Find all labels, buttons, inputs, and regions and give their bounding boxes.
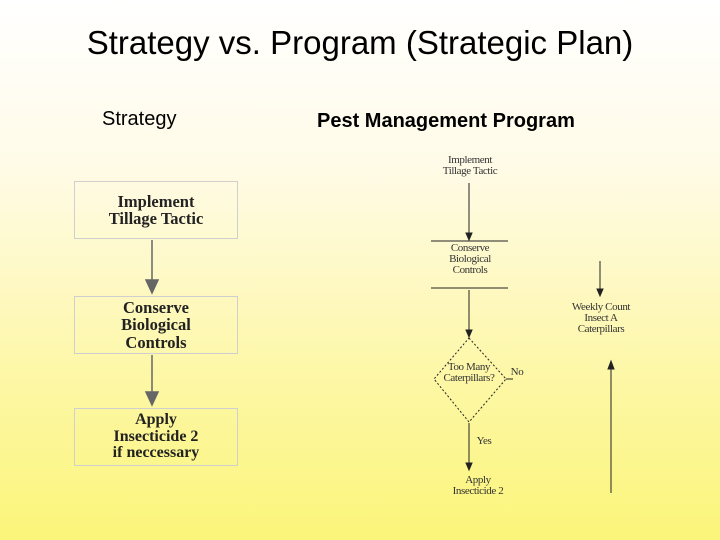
- program-yes-label: Yes: [476, 435, 492, 447]
- strategy-heading: Strategy: [102, 108, 177, 130]
- strategy-box-conserve: Conserve Biological Controls: [74, 296, 238, 354]
- program-arrow-2: [465, 290, 473, 339]
- program-no-label: No: [510, 366, 524, 378]
- program-decision-label: Too Many Caterpillars?: [443, 361, 495, 384]
- strategy-box-implement: Implement Tillage Tactic: [74, 181, 238, 239]
- strategy-arrow-2: [144, 355, 160, 407]
- program-loop-line: [607, 359, 615, 493]
- strategy-box-implement-label: Implement Tillage Tactic: [108, 191, 204, 228]
- program-heading: Pest Management Program: [317, 110, 575, 132]
- program-arrow-1: [465, 183, 473, 242]
- program-conserve-label: Conserve Biological Controls: [449, 242, 491, 276]
- program-implement-label: Implement Tillage Tactic: [442, 154, 498, 177]
- program-weekly-count-label: Weekly Count Insect A Caterpillars: [571, 301, 631, 335]
- program-apply-label: Apply Insecticide 2: [452, 474, 504, 497]
- program-arrow-weekly-in: [596, 261, 604, 298]
- strategy-arrow-1: [144, 240, 160, 295]
- strategy-box-conserve-label: Conserve Biological Controls: [121, 298, 191, 352]
- strategy-box-apply-label: Apply Insecticide 2 if neccessary: [112, 410, 200, 462]
- slide-title: Strategy vs. Program (Strategic Plan): [86, 24, 634, 61]
- strategy-box-apply: Apply Insecticide 2 if neccessary: [74, 408, 238, 466]
